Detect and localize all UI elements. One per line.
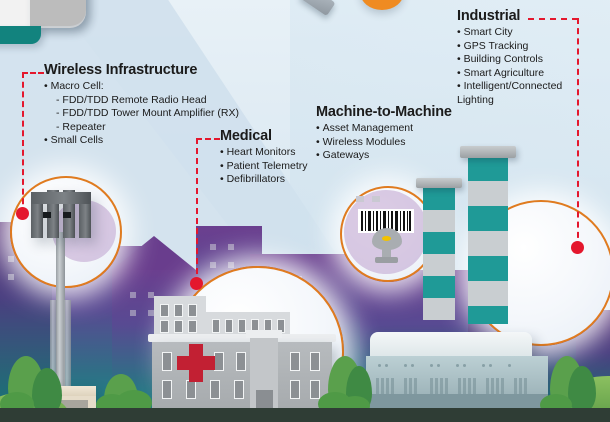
- connector-industrial-horizontal: [528, 18, 578, 20]
- tower-antenna-1: [31, 194, 43, 238]
- callout-list-industrial: Smart City GPS Tracking Building Control…: [457, 26, 562, 108]
- hospital-tower-cap: [246, 330, 282, 338]
- callout-item: FDD/TDD Tower Mount Amplifier (RX): [44, 107, 239, 121]
- callout-title-wireless: Wireless Infrastructure: [44, 62, 198, 78]
- hospital-window: [214, 352, 224, 371]
- cropped-card-gray: [30, 0, 86, 26]
- factory-base-band: [366, 394, 548, 410]
- tower-slot-1: [43, 212, 51, 218]
- callout-item: Smart City: [457, 26, 539, 40]
- hospital-window: [310, 352, 320, 371]
- callout-medical: Medical Heart Monitors Patient Telemetry…: [220, 128, 308, 187]
- callout-item: Small Cells: [44, 134, 239, 148]
- hospital-window: [310, 380, 320, 399]
- tower-crossbar: [31, 192, 91, 204]
- hospital-window: [290, 380, 300, 399]
- callout-item: Macro Cell:: [44, 80, 239, 94]
- connector-dot-wireless: [16, 207, 29, 220]
- callout-item: Wireless Modules: [316, 136, 452, 150]
- cropped-orange-circle: [360, 0, 404, 10]
- smokestack-tall-cap: [460, 146, 516, 158]
- callout-item: Intelligent/Connected Lighting: [457, 80, 562, 107]
- tower-slot-2: [63, 212, 71, 218]
- callout-item: Smart Agriculture: [457, 67, 545, 81]
- smokestack-short: [423, 180, 455, 320]
- callout-item: FDD/TDD Remote Radio Head: [44, 94, 239, 108]
- hospital-window: [290, 352, 300, 371]
- callout-item: Heart Monitors: [220, 146, 308, 160]
- factory-roof: [370, 332, 532, 358]
- m2m-detail-dot: [356, 196, 364, 202]
- ground-strip: [0, 408, 610, 422]
- hospital-left-block: [154, 296, 206, 334]
- connector-medical-vertical: [196, 138, 198, 284]
- tower-leg-left: [50, 300, 57, 392]
- callout-list-wireless: Macro Cell: FDD/TDD Remote Radio Head FD…: [44, 80, 239, 148]
- callout-item: Gateways: [316, 149, 452, 163]
- callout-machine-to-machine: Machine-to-Machine Asset Management Wire…: [316, 104, 452, 163]
- scanner-eye: [382, 236, 391, 241]
- hospital-window: [162, 352, 172, 371]
- building-gable-roof: [112, 236, 196, 270]
- tower-antenna-4: [79, 194, 91, 238]
- smokestack-tall: [468, 148, 508, 324]
- callout-title-medical: Medical: [220, 128, 272, 144]
- hospital-window: [162, 380, 172, 399]
- callout-title-m2m: Machine-to-Machine: [316, 104, 452, 120]
- callout-list-m2m: Asset Management Wireless Modules Gatewa…: [316, 122, 452, 163]
- callout-item: Asset Management: [316, 122, 452, 136]
- scanner-neck: [382, 248, 391, 259]
- callout-item: Building Controls: [457, 53, 543, 67]
- tower-mast: [56, 232, 65, 392]
- connector-dot-industrial: [571, 241, 584, 254]
- callout-item: GPS Tracking: [457, 40, 539, 54]
- tower-leg-right: [64, 300, 71, 392]
- connector-wireless-horizontal: [22, 72, 44, 74]
- m2m-detail-dot: [372, 196, 380, 202]
- hospital-window: [210, 380, 220, 399]
- tree: [568, 366, 596, 412]
- cropped-card-teal: [0, 26, 41, 44]
- callout-industrial: Industrial Smart City GPS Tracking Build…: [457, 8, 562, 108]
- callout-item: Repeater: [44, 121, 239, 135]
- hospital-ledge: [148, 334, 336, 342]
- callout-list-medical: Heart Monitors Patient Telemetry Defibri…: [220, 146, 308, 187]
- connector-wireless-vertical: [22, 72, 24, 214]
- smokestack-short-cap: [416, 178, 462, 188]
- connector-industrial-vertical: [577, 18, 579, 248]
- barcode-card: [358, 209, 414, 233]
- callout-item: Defibrillators: [220, 173, 308, 187]
- tree: [32, 368, 62, 414]
- scanner-base: [375, 257, 398, 263]
- connector-dot-medical: [190, 277, 203, 290]
- hospital-window: [236, 352, 246, 371]
- callout-title-industrial: Industrial: [457, 8, 521, 24]
- callout-item: Patient Telemetry: [220, 160, 308, 174]
- red-cross-icon: [189, 344, 203, 382]
- callout-wireless-infrastructure: Wireless Infrastructure Macro Cell: FDD/…: [44, 62, 239, 148]
- hospital-window: [186, 380, 196, 399]
- hospital-window: [234, 380, 244, 399]
- hospital-door: [256, 390, 273, 408]
